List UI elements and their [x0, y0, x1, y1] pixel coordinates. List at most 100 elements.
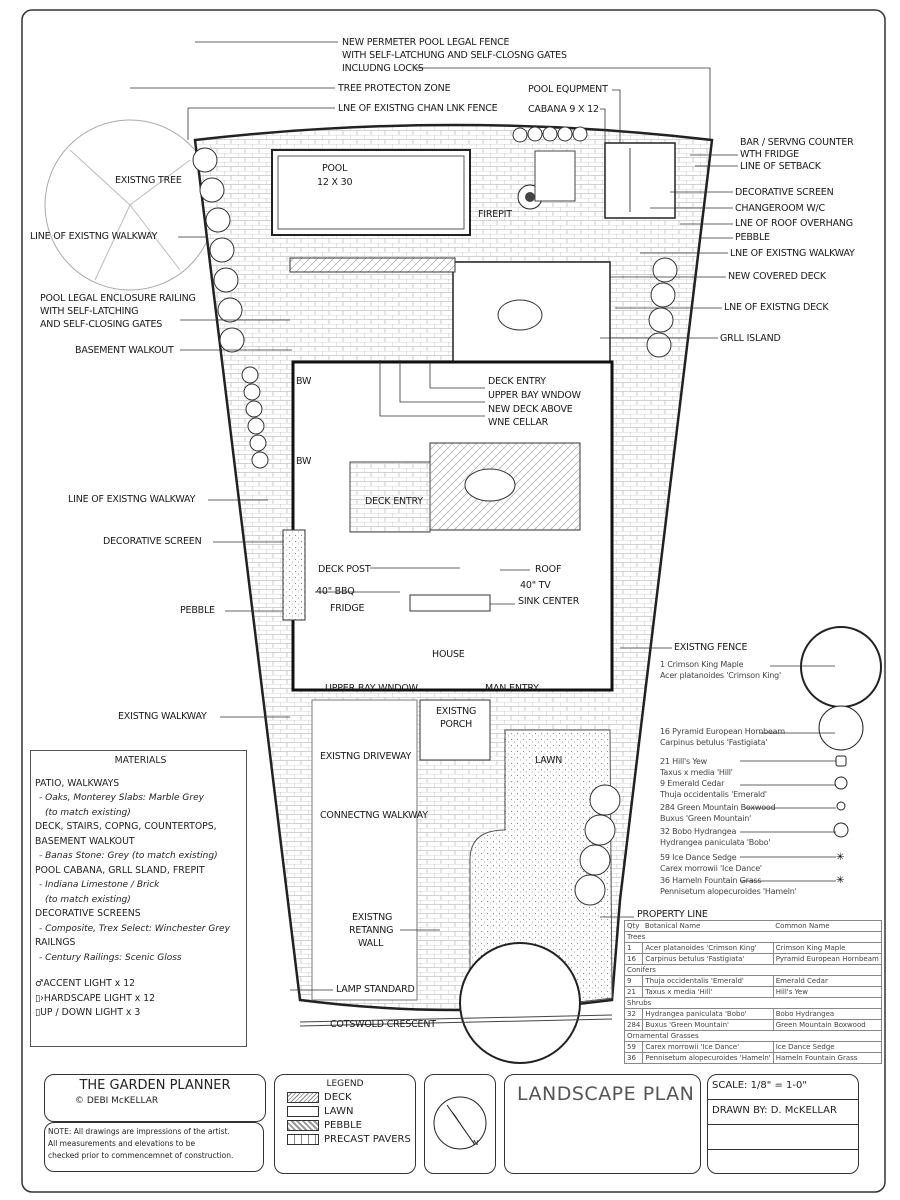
plant-key-8b: Pennisetum alopecuroides 'Hameln' [660, 887, 797, 896]
existing-driveway [311, 699, 418, 1001]
qty: 36 [623, 1052, 644, 1064]
plant-key-1: 1 Crimson King Maple [660, 660, 744, 669]
label-basement-walkout: BASEMENT WALKOUT [75, 345, 174, 356]
yew-symbol-icon [835, 755, 847, 767]
material-line: BASEMENT WALKOUT [35, 835, 135, 847]
outdoor-sofa [534, 150, 576, 202]
light-line: ACCENT LIGHT x 12 [43, 978, 136, 989]
label-retaining-wall-3: WALL [358, 938, 384, 949]
label-existing-walkway-left: LINE OF EXISTNG WALKWAY [68, 494, 196, 505]
common: Green Mountain Boxwood [772, 1019, 882, 1031]
legend-pavers: PRECAST PAVERS [324, 1134, 411, 1145]
label-existing-fence: EXISTNG FENCE [674, 642, 748, 653]
label-existing-walkway-right: LNE OF EXISTNG WALKWAY [730, 248, 855, 259]
label-cabana: CABANA 9 X 12 [528, 104, 599, 115]
north-letter: N [473, 1139, 479, 1147]
plan-title-box: LANDSCAPE PLAN [504, 1074, 701, 1174]
label-pebble-left: PEBBLE [180, 605, 215, 616]
plant-key-6: 32 Bobo Hydrangea [660, 827, 737, 836]
label-existing-walkway-bottom: EXISTNG WALKWAY [118, 711, 207, 722]
legend-title: LEGEND [326, 1079, 364, 1089]
label-bbq: 40" BBQ [316, 586, 355, 597]
sheet-border [21, 9, 886, 1193]
maple-symbol-icon [800, 626, 882, 708]
botanical: Taxus x media 'Hill' [642, 986, 774, 998]
drawn-by: DRAWN BY: D. McKELLAR [708, 1100, 858, 1125]
plant-key-3: 21 Hill's Yew [660, 757, 708, 766]
plant-key-2: 16 Pyramid European Hornbeam [660, 727, 785, 736]
material-line: DECORATIVE SCREENS [35, 908, 141, 919]
label-bw-1: BW [296, 376, 312, 387]
plan-title: LANDSCAPE PLAN [517, 1083, 695, 1105]
hydrangea-symbol-icon [833, 822, 849, 838]
qty: 32 [623, 1008, 644, 1020]
materials-box: MATERIALS PATIO, WALKWAYS - Oaks, Monter… [30, 750, 247, 1047]
pavers-swatch [287, 1134, 319, 1145]
note-box: NOTE: All drawings are impressions of th… [44, 1122, 264, 1172]
label-perimeter-fence-line3: INCLUDNG LOCKS [342, 63, 424, 74]
label-connecting-walkway: CONNECTNG WALKWAY [320, 810, 428, 821]
label-existing-driveway: EXISTNG DRIVEWAY [320, 751, 412, 762]
label-bar-counter: BAR / SERVNG COUNTER [740, 137, 854, 148]
material-line: - Indiana Limestone / Brick [39, 880, 160, 890]
legend-lawn: LAWN [324, 1106, 354, 1117]
qty: 9 [623, 975, 644, 987]
label-enclosure-railing: POOL LEGAL ENCLOSURE RAILING [40, 293, 196, 304]
north-arrow-box: N [424, 1074, 496, 1174]
plant-key-7b: Carex morrowii 'Ice Dance' [660, 864, 762, 873]
boxwood-symbol-icon [836, 801, 846, 811]
label-retaining-wall-1: EXISTNG [352, 912, 393, 923]
label-bw-2: BW [296, 456, 312, 467]
material-line: (to match existing) [45, 894, 131, 905]
label-upper-bay-window-top: UPPER BAY WNDOW [488, 390, 581, 401]
label-existing-deck: LNE OF EXISTNG DECK [724, 302, 829, 313]
label-perimeter-fence-line2: WITH SELF-LATCHUNG AND SELF-CLOSNG GATES [342, 50, 567, 61]
botanical: Hydrangea paniculata 'Bobo' [642, 1008, 774, 1020]
qty: 21 [623, 986, 644, 998]
up-down-light-icon: ▯ [35, 1007, 41, 1018]
crimson-king-maple [459, 942, 581, 1064]
hedge-trees [192, 126, 678, 906]
label-pool-size: 12 X 30 [317, 177, 353, 188]
deck-dining-table [464, 468, 516, 502]
label-pool-equipment: POOL EQUPMENT [528, 84, 608, 95]
label-deck-entry-house: DECK ENTRY [365, 496, 423, 507]
accent-light-icon: ♂ [35, 978, 44, 989]
date-field [708, 1125, 858, 1150]
existing-porch [419, 699, 491, 761]
label-pool: POOL [322, 163, 348, 174]
bbq-counter [409, 594, 491, 612]
legend-pebble: PEBBLE [324, 1120, 362, 1131]
note-line: checked prior to commencemnet of constru… [48, 1151, 234, 1160]
label-firepit: FIREPIT [478, 209, 512, 220]
label-existing-porch: EXISTNG [436, 706, 477, 717]
qty: 1 [623, 942, 644, 954]
cabana [604, 142, 676, 219]
label-fridge: FRIDGE [330, 603, 365, 614]
legend-box: LEGEND DECK LAWN PEBBLE PRECAST PAVERS [274, 1074, 416, 1174]
qty: 59 [623, 1041, 644, 1053]
note-line: NOTE: All drawings are impressions of th… [48, 1127, 230, 1136]
dining-table [497, 299, 543, 331]
qty: 284 [623, 1019, 644, 1031]
qty: 16 [623, 953, 644, 965]
street-edge [299, 1014, 613, 1023]
note-line: All measurements and elevations to be [48, 1139, 196, 1148]
material-line: - Composite, Trex Select: Winchester Gre… [39, 923, 230, 934]
scale: SCALE: 1/8" = 1-0" [708, 1075, 858, 1100]
plant-key-4: 9 Emerald Cedar [660, 779, 725, 788]
sedge-symbol-icon: ✳ [836, 852, 844, 863]
common: Pyramid European Hornbeam [772, 953, 882, 965]
label-wine-cellar: WNE CELLAR [488, 417, 549, 428]
scale-box: SCALE: 1/8" = 1-0" DRAWN BY: D. McKELLAR [707, 1074, 859, 1174]
plant-key-6b: Hydrangea paniculata 'Bobo' [660, 838, 771, 847]
hornbeam-symbol-icon [818, 705, 864, 751]
label-deck-post: DECK POST [318, 564, 371, 575]
label-deck-entry-top: DECK ENTRY [488, 376, 546, 387]
label-lamp-standard: LAMP STANDARD [336, 984, 415, 995]
